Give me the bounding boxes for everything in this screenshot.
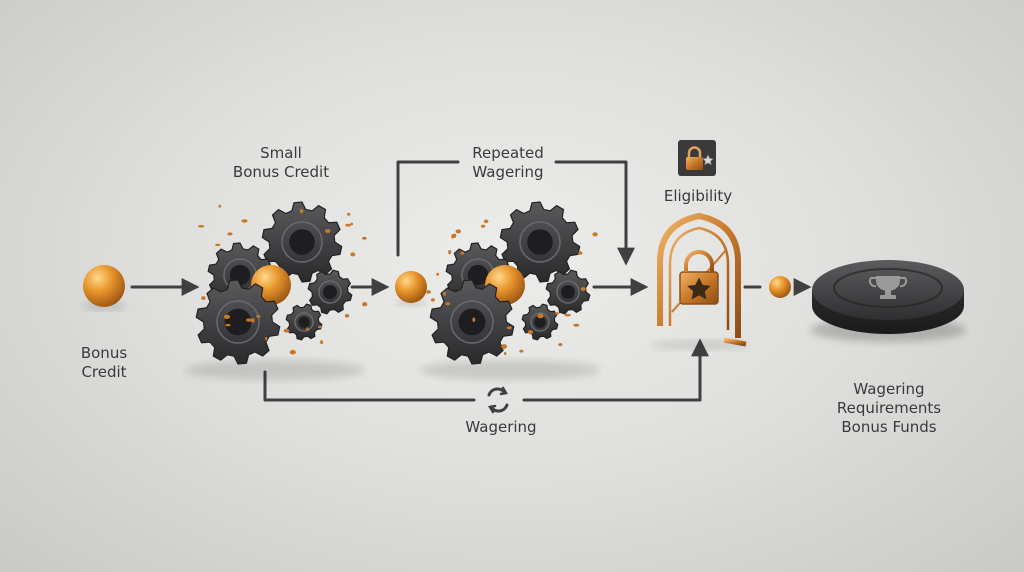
spark [283, 328, 290, 333]
repeated-wagering-label: Repeated Wagering [472, 144, 544, 181]
gear-icon [307, 269, 353, 315]
spark [472, 317, 476, 323]
eligibility-label: Eligibility [663, 187, 733, 205]
gear-icon [499, 201, 581, 283]
connectors [130, 160, 812, 402]
spark [317, 325, 323, 329]
spark [448, 250, 452, 255]
bonus-credit-label: Bonus Credit [80, 344, 128, 381]
spark [251, 318, 255, 323]
spark [350, 222, 354, 226]
spark [573, 323, 580, 327]
spark [223, 314, 231, 319]
spark [527, 330, 534, 335]
spark [198, 225, 205, 228]
spark [592, 232, 598, 237]
cycle-icon [487, 386, 509, 414]
trophy-icon [868, 276, 908, 299]
gear-icon [429, 279, 515, 365]
spark [564, 313, 571, 317]
bonus-coin-icon [82, 265, 126, 310]
spark [320, 340, 324, 345]
spark [299, 209, 304, 214]
spark [347, 212, 351, 216]
gear-icon [285, 303, 323, 341]
spark [218, 204, 222, 208]
spark [445, 302, 451, 306]
gear-icon [521, 303, 559, 341]
spark [506, 326, 512, 330]
trophy-disc [810, 260, 966, 342]
arrow-repeated-wagering-loop-end [554, 160, 635, 266]
arrow-wagering-loop [263, 370, 476, 402]
lock-icon [678, 140, 716, 176]
spark [241, 219, 248, 223]
spark [451, 234, 455, 239]
gear-cluster-2 [420, 201, 600, 380]
spark [215, 243, 221, 247]
spark [225, 323, 231, 327]
spark [362, 302, 368, 307]
arrow-repeated-wagering-loop [396, 160, 460, 257]
spark [344, 314, 350, 318]
spark [455, 229, 461, 234]
middle-coin-icon [395, 271, 427, 306]
spark [460, 251, 465, 255]
gear-icon [545, 269, 591, 315]
spark [578, 251, 583, 255]
spark [227, 232, 233, 236]
spark [201, 296, 206, 301]
spark [324, 229, 331, 233]
wagering-label: Wagering [465, 418, 537, 436]
gate-icon [649, 213, 749, 350]
spark-burst [426, 219, 598, 356]
spark [480, 224, 486, 228]
spark [265, 337, 268, 341]
spark [436, 272, 440, 276]
spark [554, 312, 560, 315]
spark [501, 344, 507, 349]
spark [256, 315, 261, 318]
spark [289, 349, 296, 355]
spark [362, 236, 367, 240]
spark [245, 318, 253, 322]
spark-burst [198, 204, 368, 355]
spark [558, 343, 563, 347]
spark [519, 349, 524, 353]
spark [537, 313, 544, 319]
result-coin-icon [769, 276, 791, 298]
small-bonus-credit-label: Small Bonus Credit [232, 144, 330, 181]
spark [426, 290, 431, 294]
gear-cluster-1 [185, 201, 368, 380]
arrow-wagering-loop-end [522, 338, 709, 402]
spark [350, 252, 356, 257]
spark [443, 291, 446, 297]
spark [430, 298, 435, 302]
spark [580, 287, 586, 291]
spark [483, 219, 489, 224]
spark [504, 351, 507, 356]
spark [306, 327, 309, 331]
spark [345, 223, 351, 227]
result-label: Wagering Requirements Bonus Funds [836, 380, 942, 436]
gear-icon [195, 279, 281, 365]
